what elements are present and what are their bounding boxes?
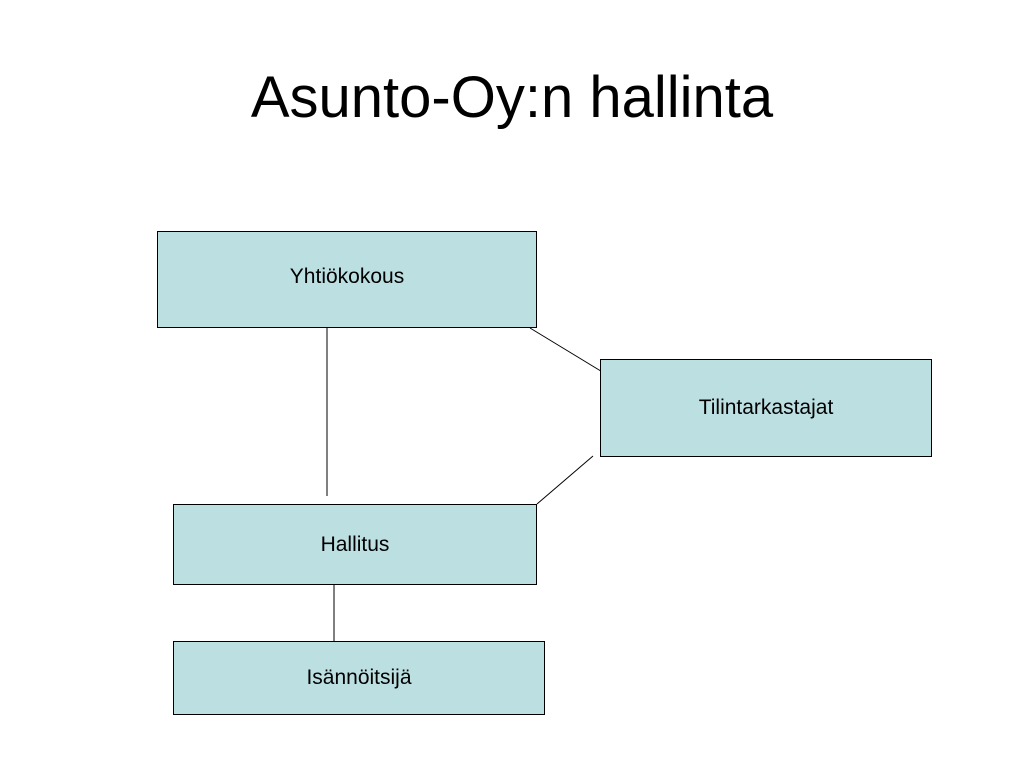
node-label: Isännöitsijä xyxy=(306,666,412,689)
node-label: Tilintarkastajat xyxy=(698,396,834,419)
node-hallitus: Hallitus xyxy=(173,504,537,585)
connector-yhtiokokous-tilintarkastajat xyxy=(529,327,610,377)
node-isannoitsija: Isännöitsijä xyxy=(173,641,545,715)
node-label: Hallitus xyxy=(320,532,390,556)
node-tilintarkastajat: Tilintarkastajat xyxy=(600,359,932,457)
node-yhtiokokous: Yhtiökokous xyxy=(157,231,537,328)
connector-tilintarkastajat-hallitus xyxy=(536,455,594,505)
node-label: Yhtiökokous xyxy=(289,264,405,288)
page-title: Asunto-Oy:n hallinta xyxy=(250,65,774,130)
